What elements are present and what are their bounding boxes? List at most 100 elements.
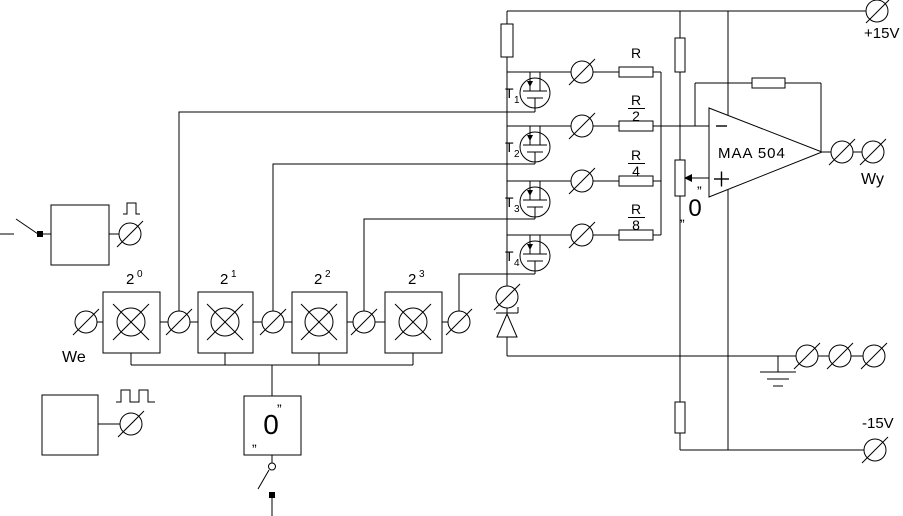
flipflop-symbol-x: [112, 303, 150, 341]
single-pulse-generator: [0, 202, 144, 266]
terminal-circle: [118, 222, 142, 246]
flipflop-symbol-circle: [210, 307, 240, 337]
resistor-r2-num: R: [631, 92, 641, 108]
stage-label-base: 2: [314, 271, 322, 288]
bus-resistor: [500, 23, 514, 58]
reset-box: 0 ” „: [243, 395, 302, 516]
terminal-vcc: [865, 0, 890, 24]
terminal-circle: [865, 0, 889, 23]
opamp-triangle: [708, 107, 824, 198]
reset-switch: [257, 455, 276, 516]
square-wave-icon: [116, 389, 155, 403]
terminal-circle: [861, 140, 885, 164]
terminal-circle: [795, 344, 819, 368]
switch-pivot-contact: [268, 462, 276, 471]
terminal-circle: [119, 412, 143, 436]
generator-box: [41, 394, 99, 456]
transistor-t2: T 2: [505, 126, 551, 164]
transistor-arrow: [527, 244, 533, 250]
resistor-r2-den: 2: [632, 108, 640, 124]
transistor-arrow: [527, 81, 533, 87]
resistor-r-label: R: [631, 45, 641, 61]
counter-stage-1: 2 1: [197, 269, 254, 354]
terminal-ground-1: [793, 342, 821, 370]
reset-zero-close-quote: ”: [277, 401, 282, 417]
terminal-stage1-out: [259, 308, 287, 336]
clock-generator: [41, 389, 155, 456]
terminal-slash: [568, 221, 596, 249]
terminal-circle: [863, 438, 887, 462]
stage-label-base: 2: [220, 271, 228, 288]
zener-diode: [496, 307, 519, 356]
switch-contact: [269, 492, 275, 498]
gate-line-t2: [272, 163, 535, 311]
stage-label-base: 2: [126, 271, 134, 288]
terminal-slash: [493, 283, 521, 311]
terminal-slash: [828, 138, 856, 166]
vee-label: -15V: [862, 415, 894, 432]
terminal-slash: [861, 436, 889, 464]
transistor-switch-bank: T 1 T 2 T 3: [493, 11, 551, 356]
gate-line-t4: [458, 273, 535, 311]
counter-stage-3: 2 3: [384, 269, 443, 354]
output-label: Wy: [861, 171, 884, 188]
terminal-pulse-gen-out: [116, 220, 144, 248]
flipflop-symbol-x: [206, 303, 244, 341]
terminal-slash: [568, 167, 596, 195]
transistor-arrow: [527, 135, 533, 141]
transistor-t1: T 1: [505, 72, 551, 112]
terminal-ladder-1: [568, 58, 596, 86]
offset-zero-digit: 0: [688, 195, 701, 222]
flipflop-symbol-x: [300, 303, 338, 341]
offset-zero-close-quote: ”: [697, 183, 702, 199]
terminal-circle: [447, 310, 471, 334]
switch-lever: [257, 469, 270, 490]
terminal-stage2-out: [350, 308, 378, 336]
terminal-output-2: [859, 138, 887, 166]
transistor-label: T: [505, 194, 514, 210]
gate-line-t1: [178, 111, 535, 311]
terminal-ladder-4: [568, 221, 596, 249]
terminal-ladder-3: [568, 167, 596, 195]
reset-bus: [130, 353, 414, 396]
terminal-stage0-out: [165, 308, 193, 336]
transistor-label-sub: 2: [514, 149, 520, 160]
terminal-stage3-out: [445, 308, 473, 336]
divider-resistor-bottom: [674, 401, 686, 434]
resistor-r8-den: 8: [632, 217, 640, 233]
stage-label-base: 2: [408, 271, 416, 288]
power-rails: +15V -15V: [507, 0, 899, 464]
flipflop-symbol-circle: [398, 307, 428, 337]
transistor-t4: T 4: [505, 235, 551, 274]
flipflop-symbol-circle: [116, 307, 146, 337]
zener-anode-triangle: [496, 312, 518, 338]
gate-control-lines: [178, 111, 535, 311]
resistor-r4-num: R: [631, 147, 641, 163]
offset-zero-open-quote: „: [680, 208, 685, 224]
reset-zero-digit: 0: [263, 409, 279, 440]
resistor-r8-num: R: [631, 201, 641, 217]
feedback-resistor: [751, 77, 786, 89]
stage-label-exp: 3: [419, 269, 425, 280]
offset-zero-annotation: 0 ” „: [680, 183, 702, 224]
terminal-vee: [861, 436, 889, 464]
terminal-slash: [350, 308, 378, 336]
terminal-slash: [859, 138, 887, 166]
terminal-ladder-2: [568, 112, 596, 140]
stage-label-exp: 0: [137, 269, 143, 280]
terminal-slash: [117, 410, 145, 438]
terminal-slash: [165, 308, 193, 336]
transistor-label: T: [505, 248, 514, 264]
stage-label-exp: 2: [325, 269, 331, 280]
reset-zero-open-quote: „: [252, 433, 257, 449]
resistor-r4-den: 4: [632, 163, 640, 179]
offset-potentiometer: [674, 159, 686, 197]
flipflop-symbol-x: [394, 303, 432, 341]
terminal-clock-gen-out: [117, 410, 145, 438]
transistor-t3: T 3: [505, 181, 551, 219]
flipflop-symbol-circle: [304, 307, 334, 337]
gate-line-t3: [363, 218, 535, 311]
opamp-section: MAA 504 0 ” „ Wy: [661, 11, 887, 450]
